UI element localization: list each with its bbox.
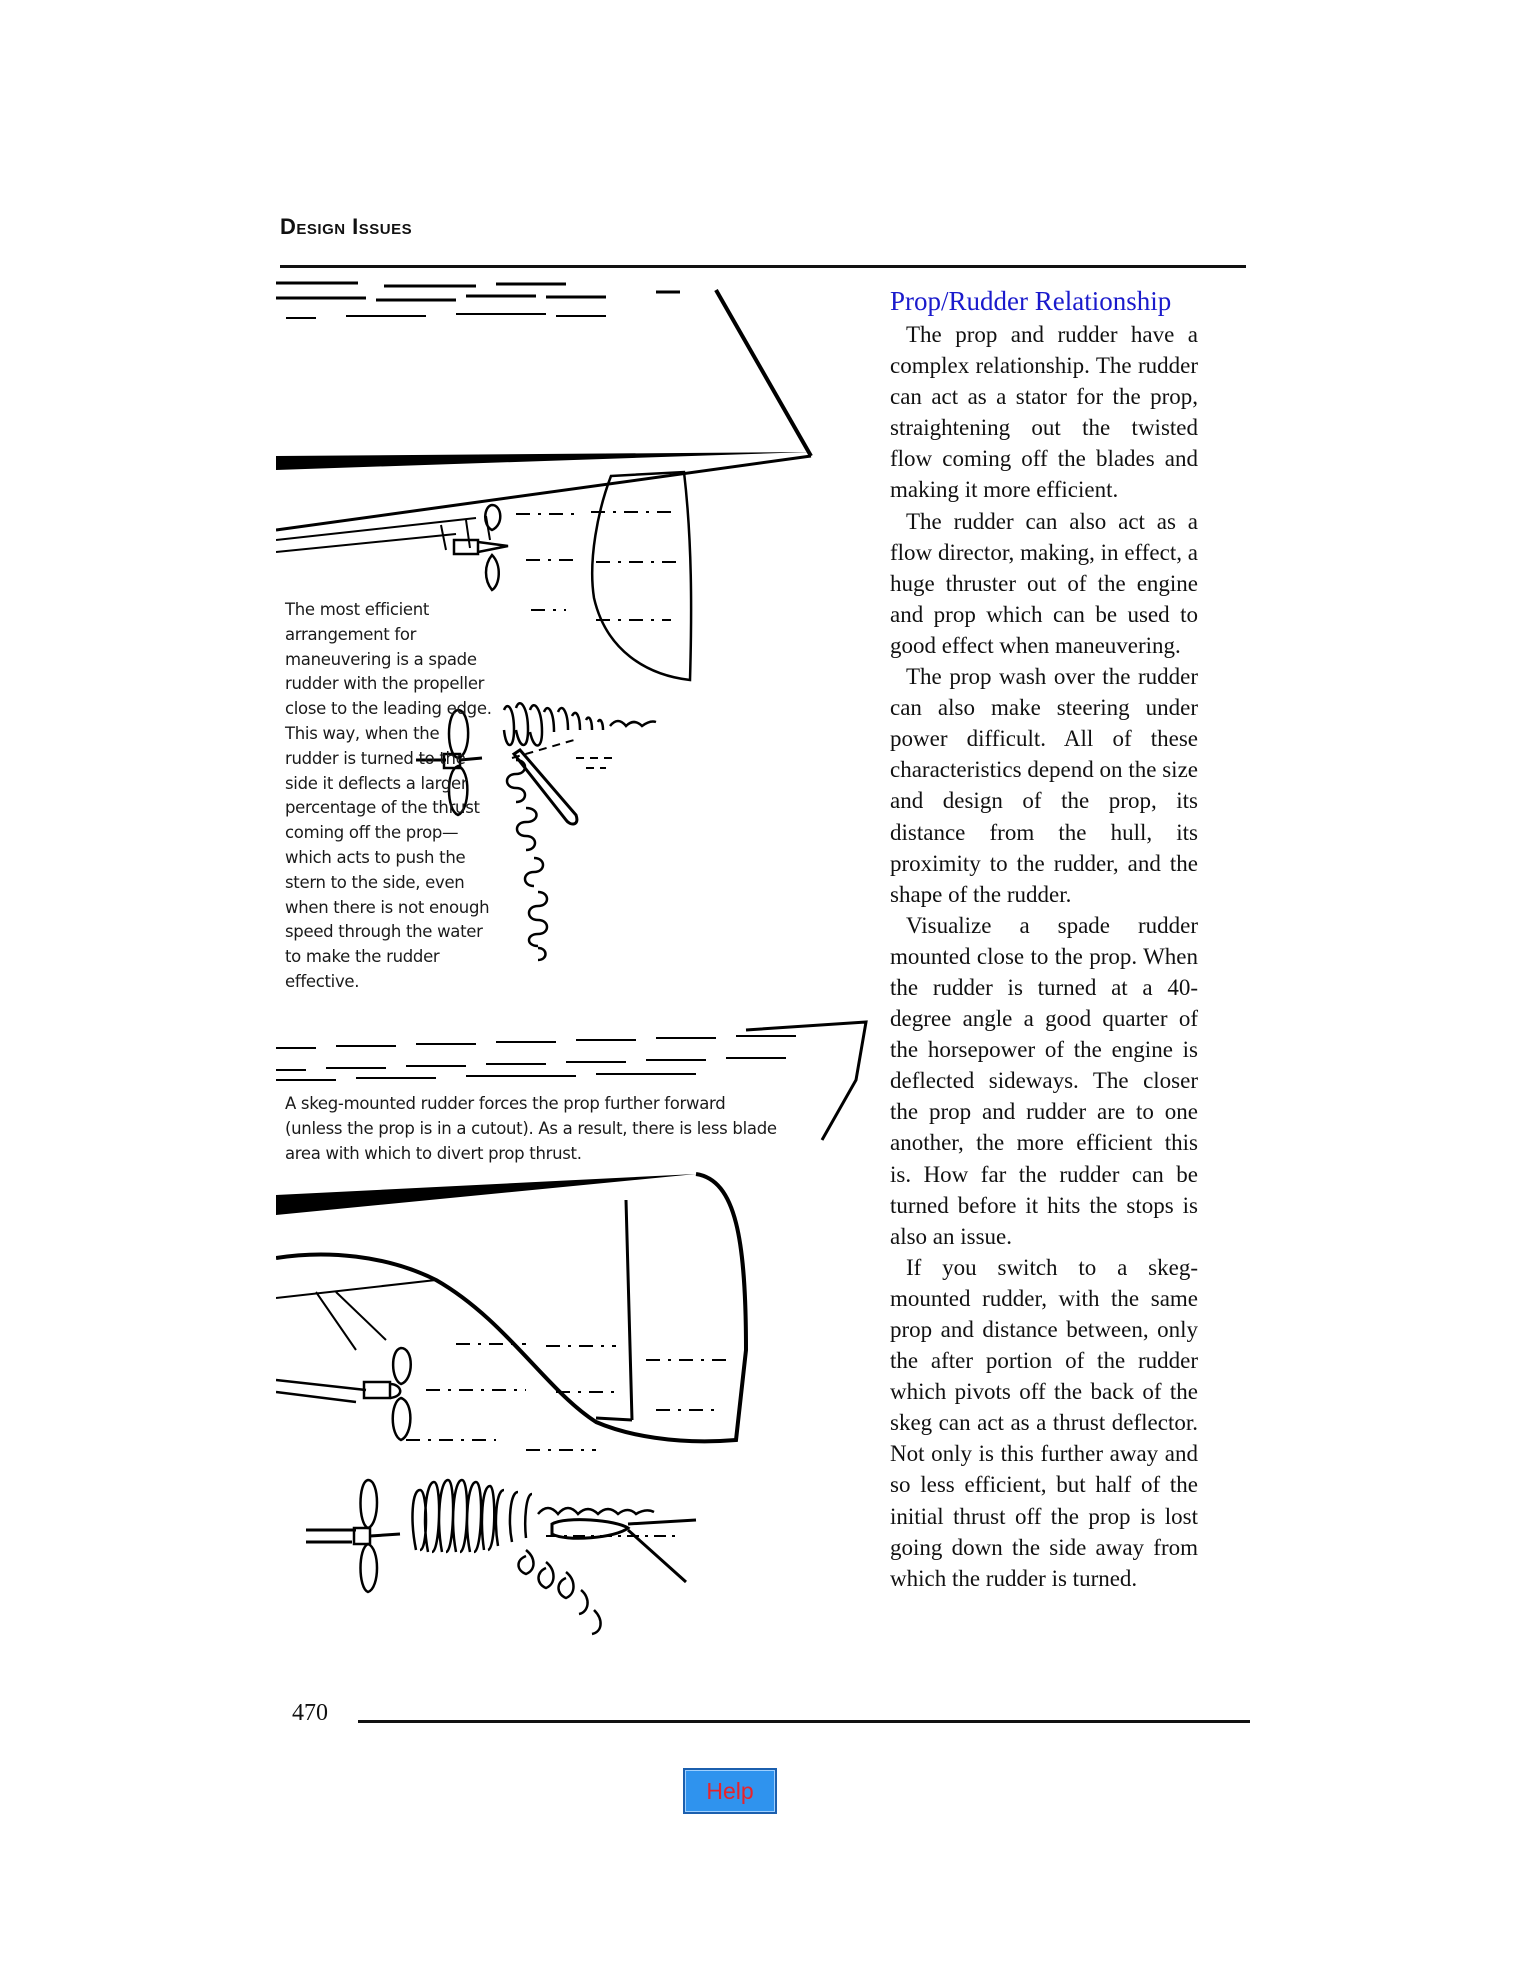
article-paragraph: If you switch to a skeg-mounted rudder, … [890,1254,1198,1591]
article-paragraph: Visualize a spade rudder mounted close t… [890,912,1198,1249]
article-paragraph: The prop and rudder have a complex relat… [890,322,1198,503]
article-paragraph: The rudder can also act as a flow direct… [890,508,1198,658]
running-head: Design Issues [280,214,413,239]
figure-caption-skeg-rudder: A skeg-mounted rudder forces the prop fu… [285,1094,777,1163]
page-number: 470 [292,1700,328,1726]
help-button[interactable]: Help [683,1768,777,1814]
figure-caption-spade-rudder: The most efficient arrangement for maneu… [285,600,492,991]
rudder-illustrations [276,281,868,1636]
spade-rudder-plan-view [416,702,657,962]
section-heading: Prop/Rudder Relationship [890,286,1172,316]
skeg-rudder-side-view [276,1020,868,1451]
article-column: Prop/Rudder Relationship The prop and ru… [890,283,1198,1594]
skeg-rudder-plan-view [306,1478,697,1636]
header-rule [280,265,1246,268]
footer-rule [358,1720,1250,1723]
spade-rudder-side-view [276,281,813,682]
article-paragraph: The prop wash over the rudder can also m… [890,664,1198,907]
